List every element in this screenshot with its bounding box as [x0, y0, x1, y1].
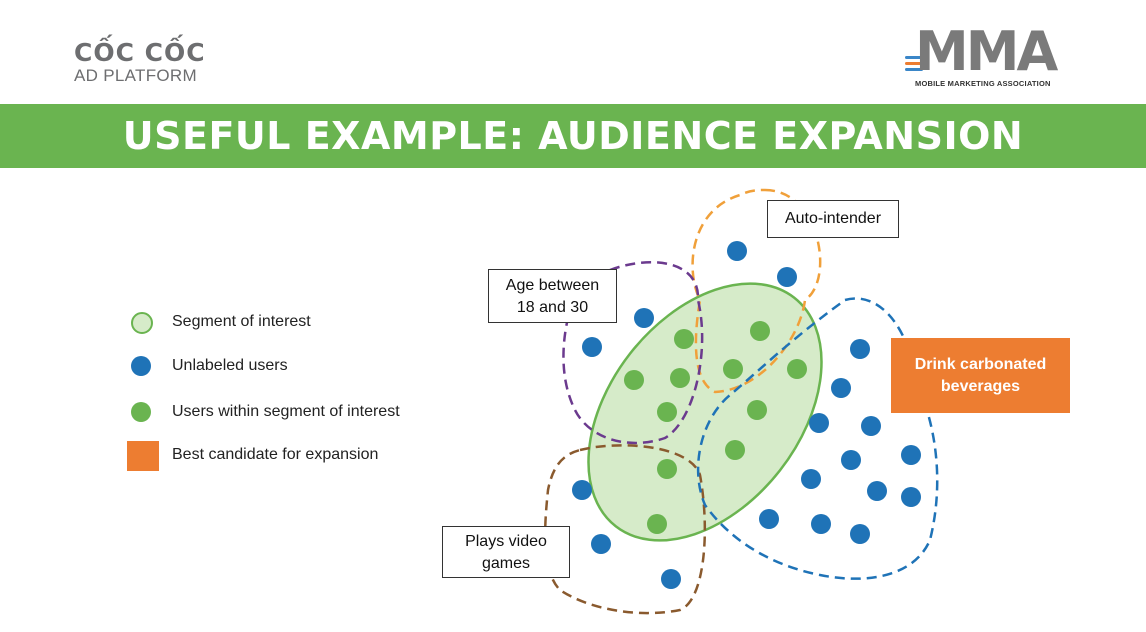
segment-user-dot: [670, 368, 690, 388]
coccoc-logo: CỐC CỐC AD PLATFORM: [74, 40, 224, 86]
legend-item-unlabeled: Unlabeled users: [127, 352, 447, 380]
title-banner: USEFUL EXAMPLE: AUDIENCE EXPANSION: [0, 104, 1146, 168]
segment-user-dot: [747, 400, 767, 420]
video-games-label-line1: Plays video: [465, 533, 547, 550]
video-games-label-line2: games: [481, 555, 531, 572]
unlabeled-user-dot: [901, 487, 921, 507]
unlabeled-user-dot: [727, 241, 747, 261]
age-label-line1: Age between: [505, 277, 600, 294]
segment-users: [624, 321, 807, 534]
segment-user-dot: [657, 402, 677, 422]
unlabeled-user-dot: [861, 416, 881, 436]
unlabeled-user-dot: [582, 337, 602, 357]
unlabeled-user-dot: [831, 378, 851, 398]
legend-label: Users within segment of interest: [172, 403, 400, 420]
segment-ring-icon: [131, 312, 153, 334]
segment-user-dot: [624, 370, 644, 390]
unlabeled-user-dot: [634, 308, 654, 328]
segment-user-dot: [674, 329, 694, 349]
mma-full-name: MOBILE MARKETING ASSOCIATION: [915, 79, 1051, 88]
age-label: Age between 18 and 30: [488, 269, 617, 323]
auto-intender-label: Auto-intender: [767, 200, 899, 238]
unlabeled-user-dot: [801, 469, 821, 489]
page-title: USEFUL EXAMPLE: AUDIENCE EXPANSION: [122, 114, 1024, 158]
unlabeled-user-dot: [777, 267, 797, 287]
unlabeled-user-dot: [841, 450, 861, 470]
coccoc-sub-text: AD PLATFORM: [74, 66, 197, 85]
unlabeled-user-dot: [661, 569, 681, 589]
unlabeled-user-dot: [850, 524, 870, 544]
unlabeled-user-dot: [572, 480, 592, 500]
legend-item-segment-users: Users within segment of interest: [127, 398, 447, 426]
segment-of-interest-ellipse: [587, 282, 823, 542]
unlabeled-user-dot: [809, 413, 829, 433]
unlabeled-user-dot: [591, 534, 611, 554]
unlabeled-user-dot: [867, 481, 887, 501]
drink-label-line1: Drink carbonated: [914, 355, 1047, 373]
unlabeled-user-dot: [759, 509, 779, 529]
video-games-label: Plays video games: [442, 526, 570, 578]
legend-label: Unlabeled users: [172, 357, 288, 374]
drink-carbonated-candidate: Drink carbonated beverages: [891, 338, 1070, 413]
blue-dot-icon: [131, 356, 151, 376]
legend-label: Best candidate for expansion: [172, 446, 379, 463]
age-label-line2: 18 and 30: [516, 299, 589, 316]
auto-intender-boundary: [691, 188, 822, 394]
age-boundary: [562, 260, 704, 445]
legend-label: Segment of interest: [172, 313, 311, 330]
segment-user-dot: [657, 459, 677, 479]
mma-mark: MMA: [915, 20, 1058, 83]
legend-item-segment: Segment of interest: [127, 308, 447, 336]
drink-label-line2: beverages: [940, 377, 1021, 395]
segment-user-dot: [725, 440, 745, 460]
auto-intender-text: Auto-intender: [784, 210, 882, 227]
unlabeled-user-dot: [811, 514, 831, 534]
segment-user-dot: [750, 321, 770, 341]
unlabeled-user-dot: [850, 339, 870, 359]
unlabeled-users: [572, 241, 921, 589]
mma-bars-icon: [905, 56, 927, 74]
video-games-boundary: [543, 444, 707, 615]
segment-user-dot: [647, 514, 667, 534]
orange-square-icon: [127, 441, 159, 471]
unlabeled-user-dot: [901, 445, 921, 465]
segment-user-dot: [787, 359, 807, 379]
legend-item-candidate: Best candidate for expansion: [127, 441, 447, 471]
mma-logo: MMA MOBILE MARKETING ASSOCIATION: [905, 20, 1075, 90]
segment-user-dot: [723, 359, 743, 379]
green-dot-icon: [131, 402, 151, 422]
coccoc-brand-text: CỐC CỐC: [74, 38, 206, 67]
